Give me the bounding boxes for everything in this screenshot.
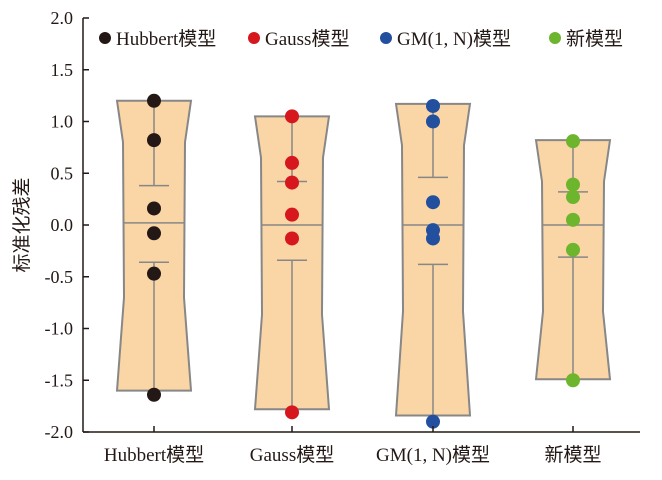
data-point-0-5 [147, 387, 161, 402]
y-tick-label-4: 0.0 [51, 215, 74, 235]
y-tick-label-0: 2.0 [51, 8, 74, 28]
x-tick-label-1: Gauss模型 [250, 444, 334, 466]
y-tick-label-7: -1.5 [45, 370, 74, 390]
data-point-2-1 [426, 114, 440, 129]
box-0 [115, 99, 193, 392]
y-tick-label-1: 1.5 [51, 60, 74, 80]
y-tick-label-2: 1.0 [51, 112, 74, 132]
y-tick-label-3: 0.5 [51, 163, 74, 183]
y-tick-label-6: -1.0 [45, 319, 74, 339]
y-tick-label-8: -2.0 [45, 422, 74, 442]
data-point-1-3 [285, 207, 299, 222]
data-point-0-0 [147, 93, 161, 108]
legend-label-1: Gauss模型 [265, 28, 349, 50]
data-point-3-2 [566, 190, 580, 205]
data-point-2-0 [426, 98, 440, 113]
box-2 [394, 102, 472, 417]
legend-label-2: GM(1, N)模型 [397, 28, 511, 50]
data-point-0-1 [147, 133, 161, 148]
data-point-2-4 [426, 231, 440, 246]
y-tick-label-5: -0.5 [45, 267, 74, 287]
data-point-3-4 [566, 242, 580, 257]
data-point-1-2 [285, 175, 299, 190]
legend-marker-2 [380, 32, 392, 44]
data-point-2-5 [426, 414, 440, 429]
data-point-3-5 [566, 373, 580, 388]
data-point-0-3 [147, 226, 161, 241]
data-point-1-4 [285, 231, 299, 246]
legend-label-0: Hubbert模型 [116, 28, 216, 50]
legend-marker-3 [549, 32, 561, 44]
legend-marker-0 [99, 32, 111, 44]
data-point-3-1 [566, 177, 580, 192]
data-point-3-3 [566, 212, 580, 227]
data-point-2-2 [426, 195, 440, 210]
legend-label-3: 新模型 [566, 28, 623, 50]
x-tick-label-0: Hubbert模型 [104, 444, 204, 466]
x-tick-label-3: 新模型 [544, 444, 601, 466]
x-tick-label-2: GM(1, N)模型 [376, 444, 490, 466]
data-point-1-5 [285, 405, 299, 420]
y-axis-label: 标准化残差 [11, 177, 33, 272]
data-point-0-4 [147, 266, 161, 281]
data-point-1-0 [285, 109, 299, 124]
data-point-1-1 [285, 155, 299, 170]
data-point-0-2 [147, 201, 161, 216]
data-point-3-0 [566, 134, 580, 149]
legend-marker-1 [248, 32, 260, 44]
